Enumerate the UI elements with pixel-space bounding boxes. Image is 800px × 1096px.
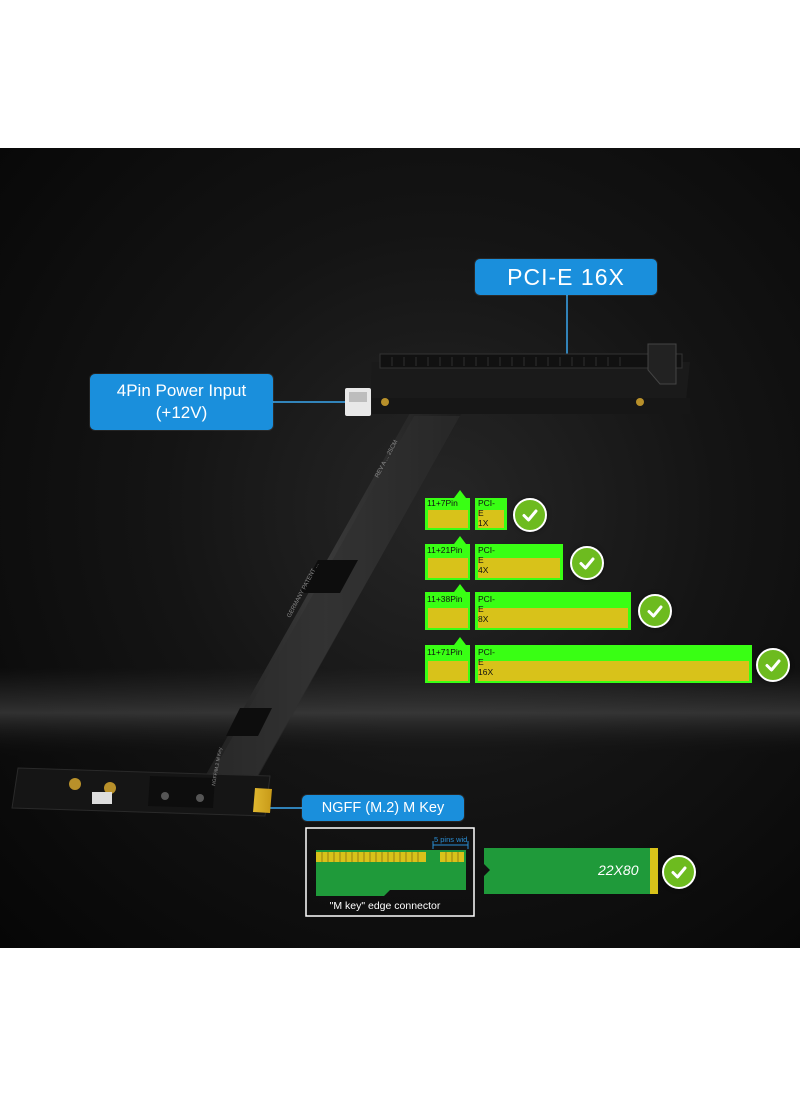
slot-graphic-1x	[425, 490, 507, 530]
slot-name-4x: PCI-E 4X	[478, 545, 495, 575]
check-icon	[756, 648, 790, 682]
slot-graphic-4x	[425, 536, 563, 580]
slot-pins-8x: 11+38Pin	[427, 594, 463, 604]
product-image: REV A ... 25CM GERMANY PATENT ...	[0, 148, 800, 948]
check-icon	[513, 498, 547, 532]
pcie-16x-label: PCI-E 16X	[475, 259, 657, 295]
check-icon	[638, 594, 672, 628]
power-label-line1: 4Pin Power Input	[116, 381, 247, 400]
slot-name-1x: PCI-E 1X	[478, 498, 495, 528]
ngff-label-text: NGFF (M.2) M Key	[321, 800, 445, 816]
pcie-label-text: PCI-E 16X	[507, 263, 625, 290]
slot-graphic-8x	[425, 584, 631, 630]
check-icon	[662, 855, 696, 889]
m-key-caption: "M key" edge connector	[329, 900, 441, 912]
pins-width-note: 5 pins wid	[434, 835, 468, 844]
module-size-label: 22X80	[598, 862, 639, 878]
slot-name-16x: PCI-E 16X	[478, 647, 495, 677]
power-label-line2: (+12V)	[155, 403, 208, 422]
slot-pins-16x: 11+71Pin	[427, 647, 463, 657]
slot-graphic-16x	[425, 637, 752, 683]
power-input-label: 4Pin Power Input (+12V)	[90, 374, 273, 430]
slot-name-8x: PCI-E 8X	[478, 594, 495, 624]
slot-pins-4x: 11+21Pin	[427, 545, 463, 555]
check-icon	[570, 546, 604, 580]
slot-pins-1x: 11+7Pin	[427, 498, 458, 508]
ngff-m-key-label: NGFF (M.2) M Key	[302, 795, 464, 821]
